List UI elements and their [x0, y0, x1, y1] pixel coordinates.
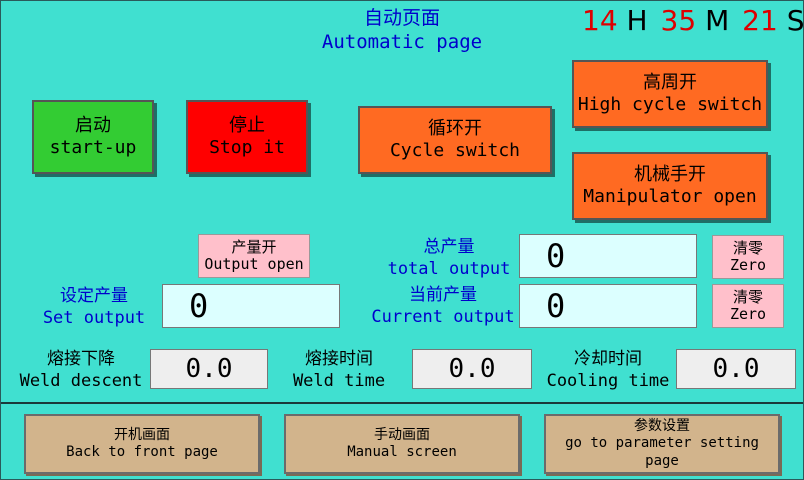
set-output-input[interactable]: 0: [162, 284, 340, 328]
weld-descent-input[interactable]: 0.0: [150, 349, 268, 389]
page-title-en: Automatic page: [321, 31, 483, 53]
manual-screen-cn: 手动画面: [374, 426, 430, 443]
weld-descent-label: 熔接下降 Weld descent: [10, 348, 152, 392]
total-output-label-cn: 总产量: [423, 237, 475, 257]
manual-screen-button[interactable]: 手动画面 Manual screen: [284, 414, 520, 474]
current-output-label-en: Current output: [371, 307, 515, 328]
clock-s-unit: S: [786, 4, 804, 37]
page-title-cn: 自动页面: [363, 7, 440, 29]
stop-button[interactable]: 停止 Stop it: [186, 100, 308, 174]
weld-time-label-cn: 熔接时间: [305, 349, 373, 369]
start-button-cn: 启动: [75, 114, 111, 136]
clock-minutes: 35: [660, 4, 697, 37]
front-page-cn: 开机画面: [114, 426, 170, 443]
set-output-label: 设定产量 Set output: [30, 285, 158, 329]
parameter-settings-cn: 参数设置: [634, 417, 690, 434]
total-output-display: 0: [519, 234, 697, 278]
output-open-cn: 产量开: [231, 237, 277, 256]
zero-total-en: Zero: [729, 256, 767, 274]
cooling-time-label-cn: 冷却时间: [574, 349, 642, 369]
start-button-en: start-up: [49, 137, 137, 158]
clock-seconds: 21: [742, 4, 778, 37]
high-cycle-switch-button[interactable]: 高周开 High cycle switch: [572, 60, 768, 128]
stop-button-cn: 停止: [229, 114, 265, 136]
clock-hours: 14: [582, 4, 618, 37]
manipulator-en: Manipulator open: [583, 186, 757, 207]
high-cycle-cn: 高周开: [643, 71, 697, 93]
cycle-switch-button[interactable]: 循环开 Cycle switch: [358, 106, 552, 174]
current-output-label-cn: 当前产量: [409, 285, 477, 305]
manipulator-open-button[interactable]: 机械手开 Manipulator open: [572, 152, 768, 220]
stop-button-en: Stop it: [209, 137, 285, 158]
current-output-display: 0: [519, 284, 697, 328]
total-output-label: 总产量 total output: [378, 236, 520, 280]
parameter-settings-en: go to parameter setting page: [565, 435, 759, 469]
manual-screen-en: Manual screen: [347, 444, 457, 460]
output-open-button[interactable]: 产量开 Output open: [198, 234, 310, 278]
front-page-en: Back to front page: [66, 444, 218, 460]
zero-total-button[interactable]: 清零 Zero: [712, 235, 784, 279]
zero-current-en: Zero: [729, 305, 767, 323]
weld-descent-label-en: Weld descent: [19, 371, 143, 392]
cooling-time-label: 冷却时间 Cooling time: [540, 348, 676, 392]
total-output-label-en: total output: [387, 259, 511, 280]
cooling-time-input[interactable]: 0.0: [676, 349, 796, 389]
manipulator-cn: 机械手开: [634, 163, 706, 185]
weld-time-input[interactable]: 0.0: [412, 349, 532, 389]
zero-current-cn: 清零: [732, 287, 763, 306]
cooling-time-label-en: Cooling time: [546, 371, 670, 392]
zero-total-cn: 清零: [732, 238, 763, 257]
cycle-switch-cn: 循环开: [428, 117, 482, 139]
weld-descent-label-cn: 熔接下降: [47, 349, 115, 369]
high-cycle-en: High cycle switch: [577, 94, 763, 115]
zero-current-button[interactable]: 清零 Zero: [712, 284, 784, 328]
weld-time-label-en: Weld time: [292, 371, 386, 392]
current-output-label: 当前产量 Current output: [366, 284, 520, 328]
divider: [0, 402, 804, 404]
output-open-en: Output open: [204, 255, 304, 273]
front-page-button[interactable]: 开机画面 Back to front page: [24, 414, 260, 474]
parameter-settings-button[interactable]: 参数设置 go to parameter setting page: [544, 414, 780, 474]
weld-time-label: 熔接时间 Weld time: [282, 348, 396, 392]
set-output-label-en: Set output: [42, 308, 146, 329]
clock-m-unit: M: [705, 4, 730, 37]
clock-h-unit: H: [626, 4, 648, 37]
start-button[interactable]: 启动 start-up: [32, 100, 154, 174]
set-output-label-cn: 设定产量: [60, 286, 128, 306]
clock: 14 H 35 M 21 S: [582, 4, 804, 37]
cycle-switch-en: Cycle switch: [389, 140, 521, 161]
